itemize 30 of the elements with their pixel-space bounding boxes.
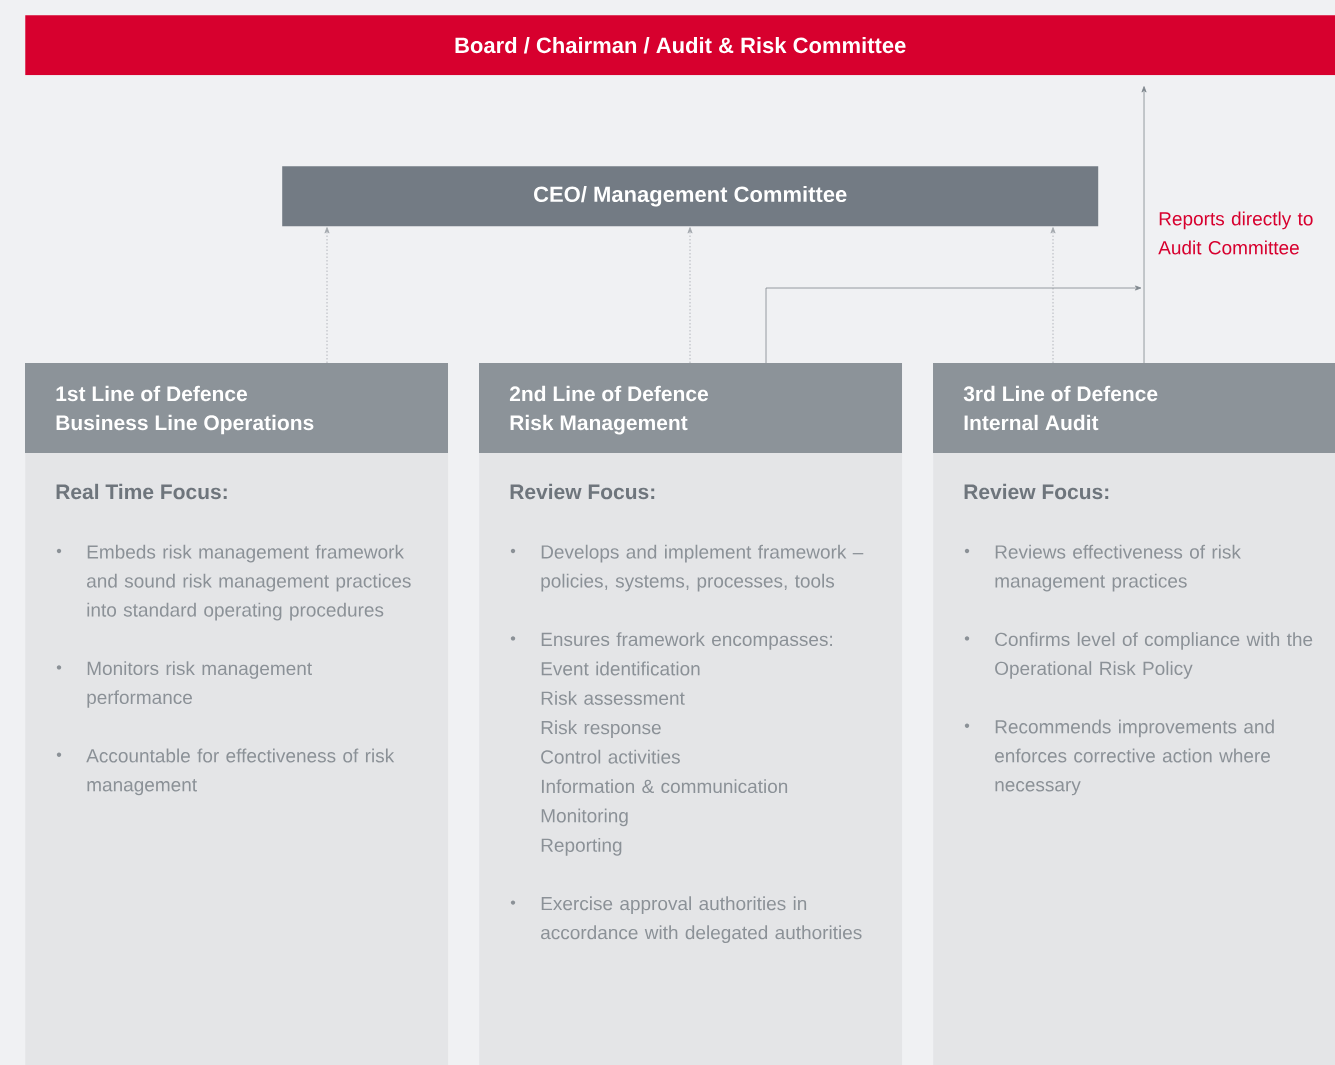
list-item: Risk assessment xyxy=(541,690,685,705)
bullet-item: Exercise approval authorities in accordance with delegated authorities xyxy=(510,896,862,944)
title-band: Board / Chairman / Audit & Risk Committee xyxy=(25,15,1335,76)
list-item: Information & communication xyxy=(541,779,788,794)
list-item: Monitoring xyxy=(541,808,628,827)
focus-heading: Review Focus: xyxy=(964,483,1109,500)
arrow xyxy=(1141,86,1147,364)
bullet-item: Recommends improvements and enforces corrective action where necessary xyxy=(964,719,1274,796)
list-item: Event identification xyxy=(541,661,700,676)
column-header: 2nd Line of Defence Risk Management xyxy=(479,363,902,453)
column-header: 3rd Line of Defence Internal Audit xyxy=(933,363,1335,453)
list-item: Control activities xyxy=(541,749,680,764)
arrow xyxy=(1050,227,1056,364)
bullet-item: Confirms level of compliance with the Operational Risk Policy xyxy=(964,632,1313,679)
edge-label: Reports directly to Audit Committee xyxy=(1158,211,1313,255)
arrow xyxy=(687,227,693,364)
list-item: Risk response xyxy=(541,720,661,739)
arrow xyxy=(324,227,330,364)
bullet-item: Develops and implement framework – policies, systems, processes, tools xyxy=(510,544,864,592)
title-band: CEO/ Management Committee xyxy=(282,166,1099,227)
bullet-item: Embeds risk management framework and sound risk management practices into standard operating procedures xyxy=(56,544,411,621)
bullet-item: Accountable for effectiveness of risk management xyxy=(56,748,395,796)
focus-heading: Review Focus: xyxy=(510,483,655,500)
list-item: Reporting xyxy=(541,837,622,856)
focus-heading: Real Time Focus: xyxy=(56,483,227,500)
column-header: 1st Line of Defence Business Line Operations xyxy=(25,363,448,453)
bullet-item: Reviews effectiveness of risk management practices xyxy=(964,544,1241,592)
arrow xyxy=(765,285,1142,364)
bullet-item: Monitors risk management performance xyxy=(56,661,312,708)
bullet-item: Ensures framework encompasses: xyxy=(510,632,832,650)
